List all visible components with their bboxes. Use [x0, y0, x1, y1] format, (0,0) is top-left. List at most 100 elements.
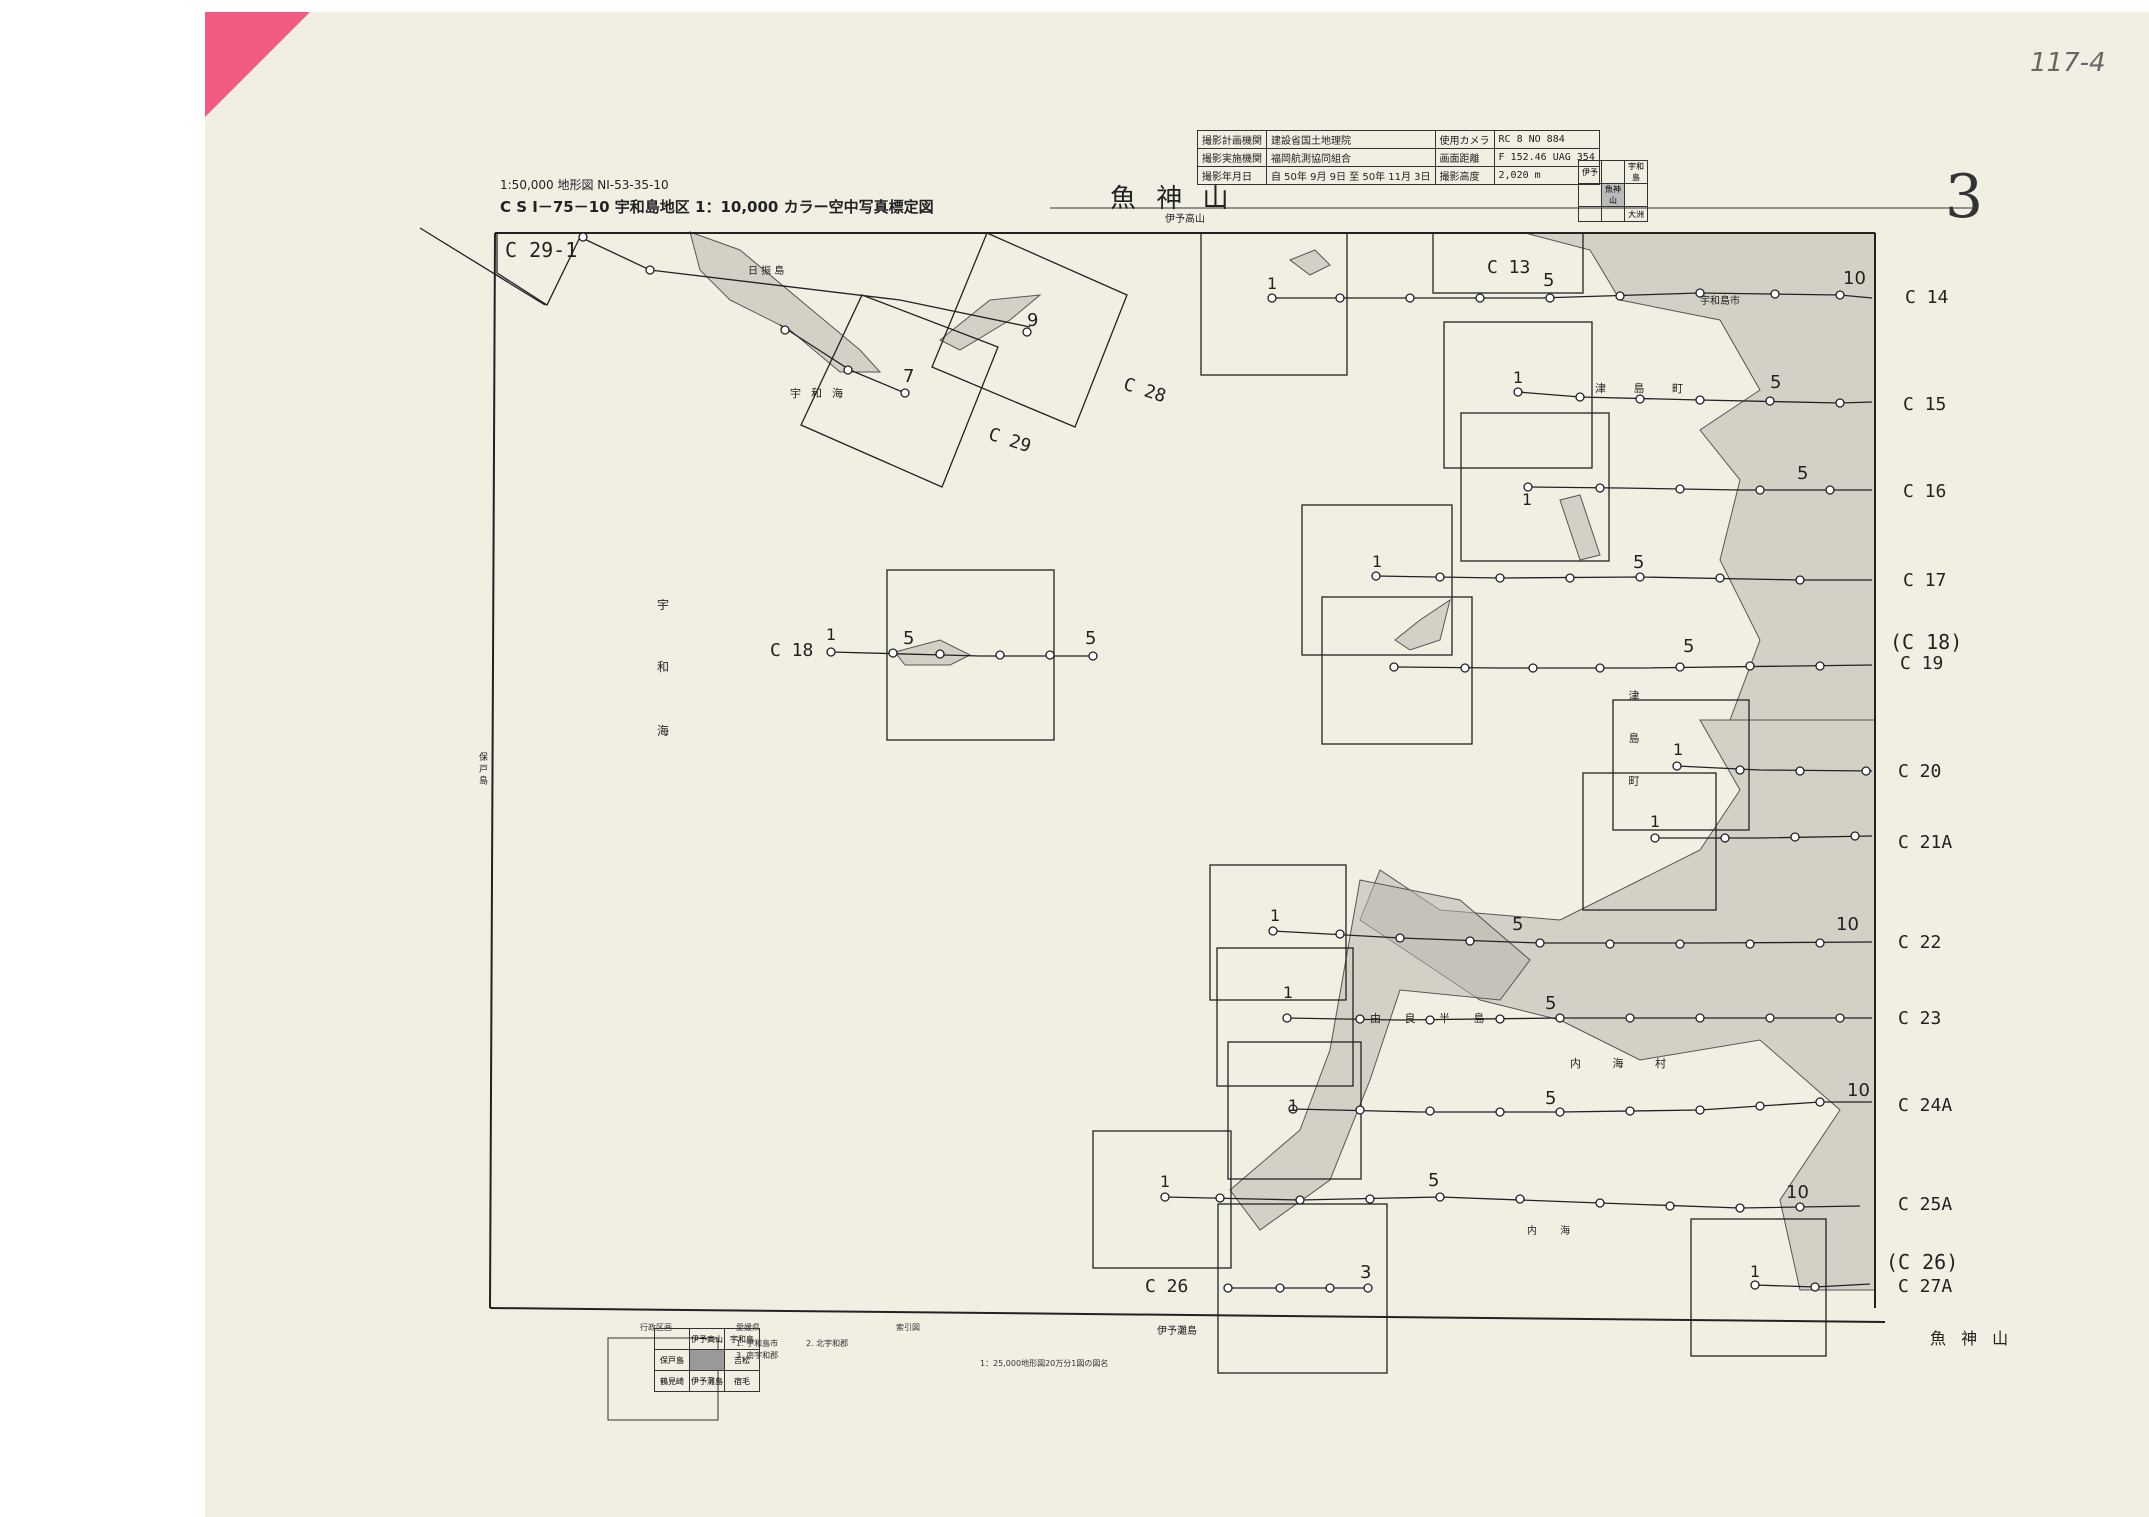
box-c23: [1216, 947, 1354, 1087]
num-10-c14: 10: [1843, 268, 1866, 289]
corner-diag: [419, 227, 546, 306]
place-uwa-v3: 海: [657, 724, 670, 738]
flight-c18: [830, 651, 1093, 657]
course-c24a: C 24A: [1898, 1095, 1953, 1116]
course-c15: C 15: [1903, 394, 1947, 415]
flight-c23: [1286, 1017, 1872, 1021]
num-1-c15: 1: [1513, 368, 1524, 387]
map-name: 魚 神 山: [1110, 184, 1235, 214]
box-c16: [1460, 412, 1610, 562]
land-hiburi-2: [939, 294, 1042, 351]
num-5-c22: 5: [1512, 914, 1524, 935]
place-uwa-v2: 和: [657, 660, 670, 674]
num-1-c22: 1: [1270, 906, 1281, 925]
num-9-c28: 9: [1027, 310, 1039, 331]
place-yura: 由 良 半 島: [1370, 1012, 1495, 1025]
label-c18: C 18: [770, 640, 814, 661]
num-5-c19: 5: [1683, 636, 1695, 657]
num-5-c23: 5: [1545, 993, 1557, 1014]
box-c13-a: [1200, 232, 1348, 376]
gyoseikukaku-title: 行政区画: [640, 1323, 672, 1332]
note: 1：25,000地形図20万分1図の図名: [980, 1359, 1109, 1368]
box-c29-1: [496, 232, 584, 306]
num-1-c17: 1: [1372, 552, 1383, 571]
flight-c29-1: [579, 236, 1031, 328]
place-uwa-1: 宇和海: [790, 387, 853, 400]
corner-tab: [205, 12, 310, 117]
sheet-number: 3: [1945, 162, 1984, 232]
num-10-c22: 10: [1836, 914, 1859, 935]
label-c13: C 13: [1487, 257, 1531, 278]
num-1-c25a: 1: [1160, 1172, 1171, 1191]
num-1-c20: 1: [1673, 740, 1684, 759]
num-5-c15: 5: [1770, 372, 1782, 393]
index-table: 伊予高山宇和島 保戸島吉松 鶴見崎伊予灘島宿毛: [654, 1328, 760, 1392]
ehime-title: 愛媛県: [736, 1323, 760, 1332]
box-c29: [800, 294, 999, 488]
land-island-c19: [1394, 598, 1451, 651]
small-legend: 伊予宇和島 魚神山 大洲: [1578, 160, 1648, 222]
flight-c19: [1393, 664, 1873, 669]
neat-line: [489, 232, 1886, 1323]
num-5-c18b: 5: [1085, 628, 1097, 649]
flight-c21a: [1655, 835, 1873, 839]
num-3-c26: 3: [1360, 1262, 1372, 1283]
course-c25a: C 25A: [1898, 1194, 1953, 1215]
place-sakai: 保 戸 島: [477, 752, 487, 785]
box-c20: [1612, 699, 1750, 831]
course-c19: C 19: [1900, 653, 1944, 674]
box-c15: [1443, 321, 1593, 469]
num-10-c24a: 10: [1847, 1080, 1870, 1101]
box-c21a: [1582, 772, 1717, 911]
num-5-c18a: 5: [903, 628, 915, 649]
box-c13-b: [1432, 232, 1584, 294]
num-7-c29: 7: [903, 366, 915, 387]
box-c25: [1092, 1130, 1232, 1269]
place-uchiumi2: 内 海: [1527, 1226, 1581, 1237]
flight-c24a: [1292, 1101, 1872, 1113]
course-c17: C 17: [1903, 570, 1947, 591]
place-uwajima-city: 宇和島市: [1700, 296, 1740, 307]
box-c28: [931, 232, 1128, 428]
sakuin-title: 索引図: [896, 1323, 920, 1332]
box-c22: [1209, 864, 1347, 1001]
num-5-c24a: 5: [1545, 1088, 1557, 1109]
land-yura: [1229, 879, 1531, 1231]
land-masses: [689, 231, 1876, 1291]
land-island-c13: [1288, 249, 1331, 276]
bottom-name: 魚 神 山: [1930, 1329, 2014, 1348]
flight-c20: [1676, 765, 1873, 772]
land-east-mid: [1359, 719, 1876, 1291]
num-1-c27a: 1: [1750, 1262, 1761, 1281]
num-5-c16: 5: [1797, 463, 1809, 484]
course-c21a: C 21A: [1898, 832, 1953, 853]
photo-points: [578, 232, 1871, 1293]
place-uchiumi: 内 海 村: [1570, 1057, 1680, 1070]
land-small-c16: [1559, 494, 1601, 561]
place-uwa-v1: 宇: [657, 598, 670, 612]
num-1-c18: 1: [826, 625, 837, 644]
course-c20: C 20: [1898, 761, 1942, 782]
box-c19: [1321, 596, 1473, 745]
course-c26-paren: (C 26): [1886, 1250, 1959, 1274]
ehime-2: 2. 北宇和郡: [806, 1339, 849, 1348]
num-1-c23: 1: [1283, 983, 1294, 1002]
num-5-c17: 5: [1633, 552, 1645, 573]
course-c22: C 22: [1898, 932, 1942, 953]
title-line: C S I－75－10 宇和島地区 1：10,000 カラー空中写真標定図: [500, 198, 934, 216]
box-c17: [1301, 504, 1453, 656]
scale-line: 1:50,000 地形図 NI-53-35-10: [500, 178, 669, 192]
place-hiburi: 日 振 島: [748, 266, 785, 277]
course-c27a: C 27A: [1898, 1276, 1953, 1297]
course-c23: C 23: [1898, 1008, 1942, 1029]
num-5-c25a: 5: [1428, 1170, 1440, 1191]
num-1-c16: 1: [1522, 490, 1533, 509]
land-island-c18: [894, 639, 972, 666]
num-1-c24a: 1: [1288, 1096, 1299, 1115]
num-5-c13: 5: [1543, 270, 1555, 291]
place-tsushima-v: 津 島 町: [1627, 690, 1640, 800]
num-10-c25a: 10: [1786, 1182, 1809, 1203]
course-c16: C 16: [1903, 481, 1947, 502]
map-subtitle: 伊予高山: [1165, 214, 1205, 225]
